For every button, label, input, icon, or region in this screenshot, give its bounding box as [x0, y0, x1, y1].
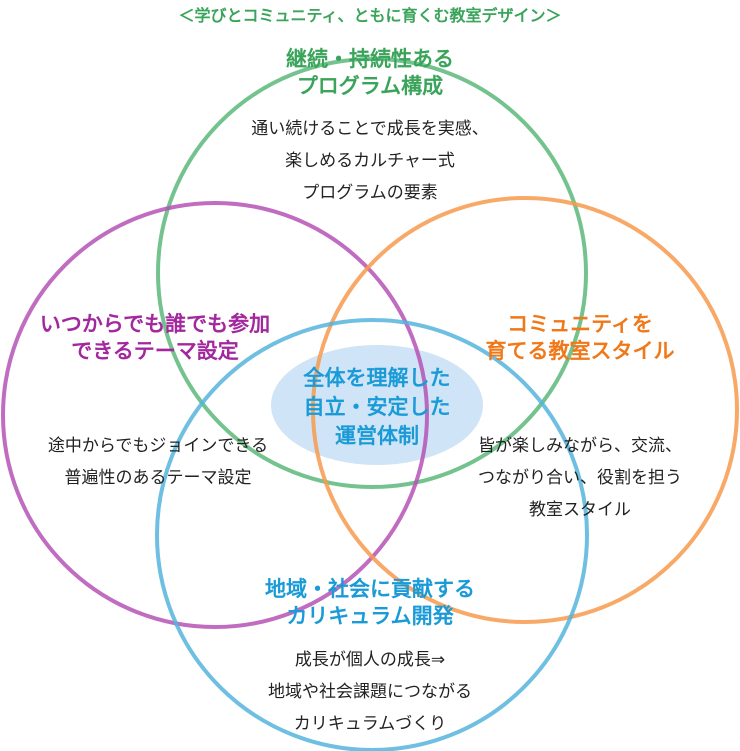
right-description-line-1: 皆が楽しみながら、交流、	[478, 436, 682, 456]
bottom-heading: 地域・社会に貢献する カリキュラム開発	[220, 576, 520, 630]
right-heading-line-1: コミュニティを	[507, 312, 653, 336]
bottom-description-line-1: 成長が個人の成長⇒	[294, 650, 446, 670]
top-description-line-1: 通い続けることで成長を実感、	[251, 119, 489, 139]
circle-bottom	[155, 318, 589, 751]
center-label-line-3: 運営体制	[335, 424, 419, 448]
center-label: 全体を理解した 自立・安定した 運営体制	[272, 364, 482, 451]
right-description: 皆が楽しみながら、交流、 つながり合い、役割を担う 教室スタイル	[420, 430, 740, 526]
top-description-line-2: 楽しめるカルチャー式	[285, 151, 455, 171]
left-description-line-2: 普遍性のあるテーマ設定	[64, 468, 252, 488]
circle-left	[1, 201, 429, 629]
right-heading: コミュニティを 育てる教室スタイル	[440, 311, 720, 365]
center-highlight	[271, 345, 483, 465]
right-description-line-3: 教室スタイル	[529, 500, 631, 520]
top-heading-line-1: 継続・持続性ある	[286, 47, 454, 71]
top-description: 通い続けることで成長を実感、 楽しめるカルチャー式 プログラムの要素	[200, 113, 540, 209]
center-label-line-2: 自立・安定した	[303, 395, 451, 419]
left-description: 途中からでもジョインできる 普遍性のあるテーマ設定	[0, 430, 316, 494]
bottom-description-line-2: 地域や社会課題につながる	[268, 682, 472, 702]
bottom-description: 成長が個人の成長⇒ 地域や社会課題につながる カリキュラムづくり	[200, 644, 540, 740]
bottom-heading-line-2: カリキュラム開発	[286, 604, 454, 628]
circle-top	[156, 57, 588, 489]
center-label-line-1: 全体を理解した	[303, 366, 451, 390]
top-heading-line-2: プログラム構成	[296, 74, 444, 98]
left-description-line-1: 途中からでもジョインできる	[47, 436, 269, 456]
left-heading-line-1: いつからでも誰でも参加	[39, 312, 271, 336]
top-description-line-3: プログラムの要素	[302, 183, 438, 203]
bottom-description-line-3: カリキュラムづくり	[293, 714, 447, 734]
top-heading: 継続・持続性ある プログラム構成	[220, 46, 520, 100]
right-heading-line-2: 育てる教室スタイル	[485, 339, 675, 363]
left-heading-line-2: できるテーマ設定	[71, 339, 239, 363]
circle-right	[311, 196, 739, 624]
right-description-line-2: つながり合い、役割を担う	[478, 468, 682, 488]
diagram-title: ＜学びとコミュニティ、ともに育くむ教室デザイン＞	[178, 6, 562, 25]
bottom-heading-line-1: 地域・社会に貢献する	[265, 577, 475, 601]
left-heading: いつからでも誰でも参加 できるテーマ設定	[5, 311, 305, 365]
